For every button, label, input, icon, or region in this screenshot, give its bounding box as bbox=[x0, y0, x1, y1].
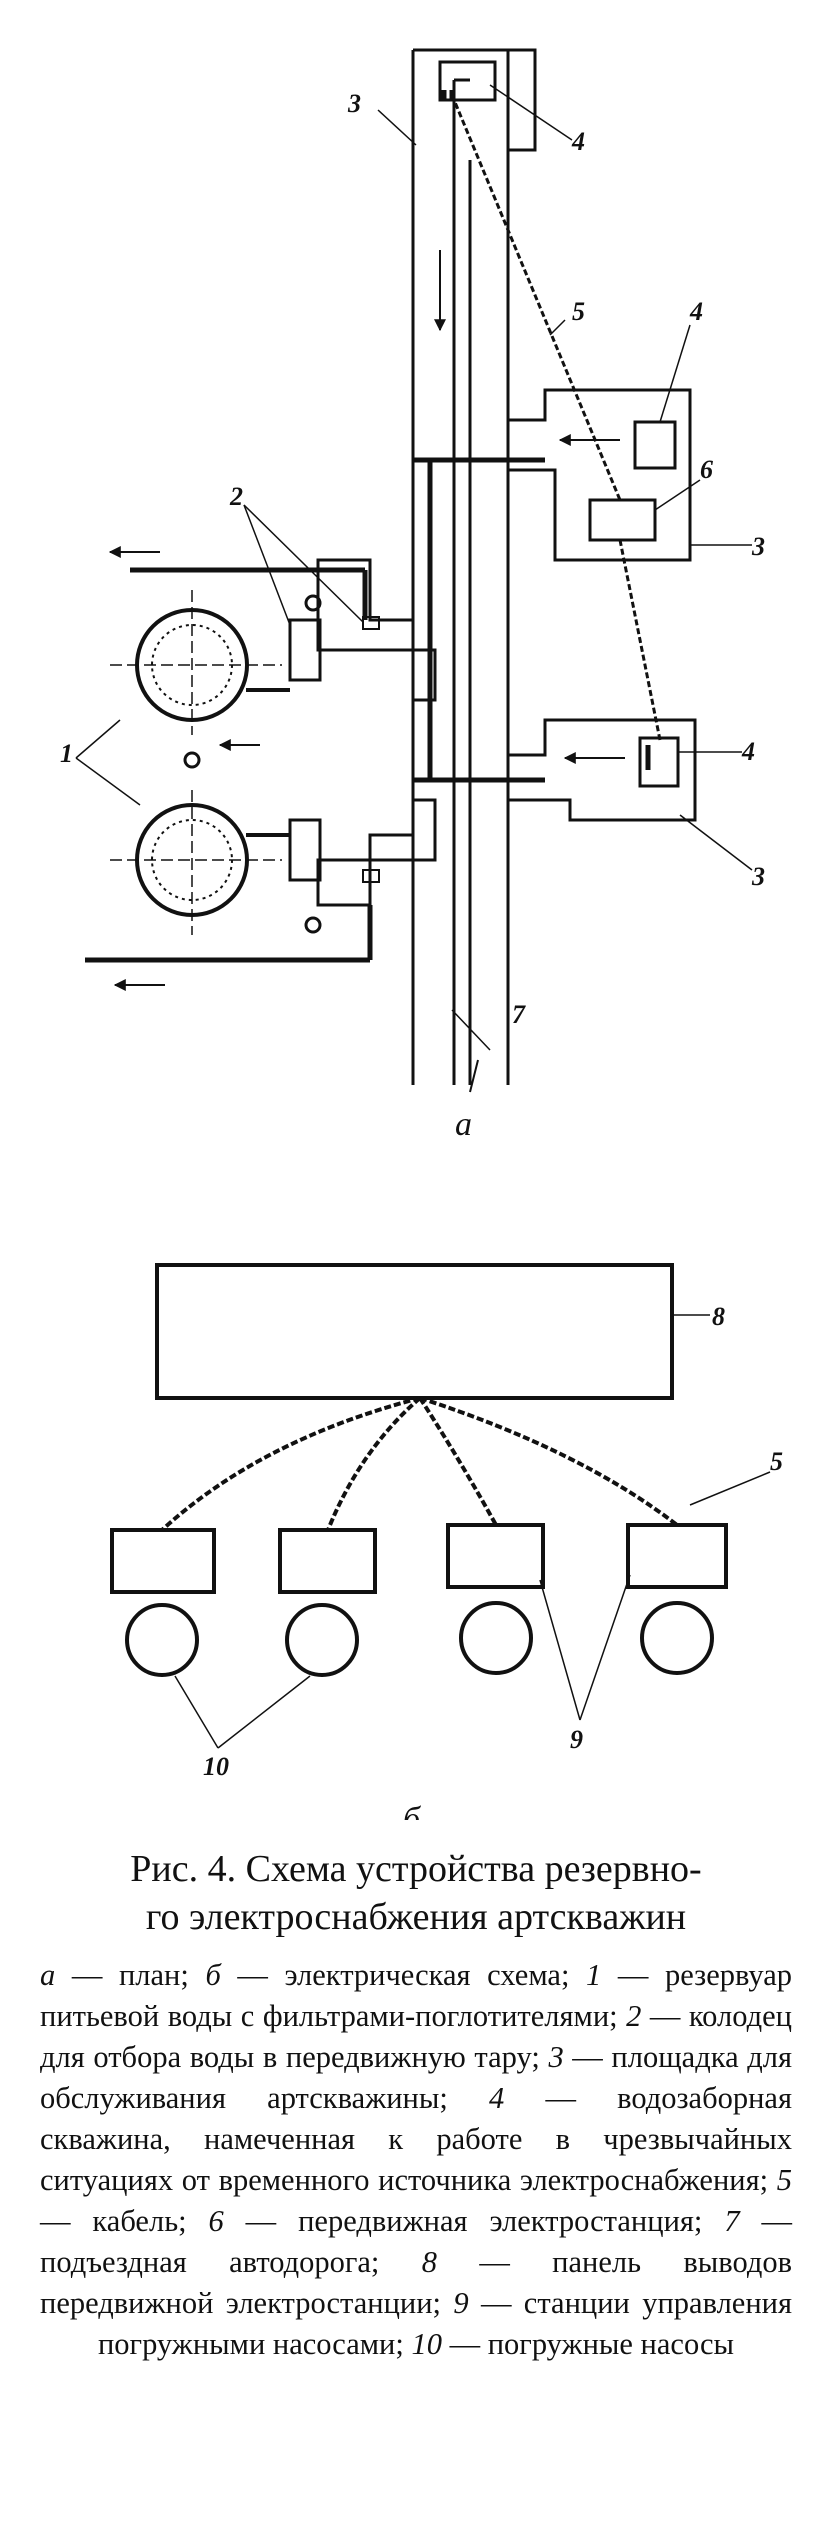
label-9: 9 bbox=[570, 1725, 583, 1754]
power-panel-box bbox=[155, 1263, 674, 1400]
cable-plan bbox=[450, 94, 662, 741]
cable-schematic bbox=[160, 1396, 679, 1532]
label-5-plan: 5 bbox=[572, 297, 585, 326]
legend-key: 9 bbox=[453, 2286, 469, 2320]
label-7: 7 bbox=[512, 1000, 526, 1029]
reservoirs bbox=[85, 546, 373, 991]
legend-key: 5 bbox=[776, 2163, 792, 2197]
control-station-boxes bbox=[110, 1523, 728, 1594]
legend-text: — кабель; bbox=[40, 2204, 209, 2238]
platform-right-lower bbox=[508, 718, 697, 822]
pump-circles bbox=[125, 1601, 714, 1677]
legend-key: 10 bbox=[411, 2327, 442, 2361]
sampling-wells bbox=[288, 558, 437, 934]
access-road bbox=[411, 48, 510, 1093]
label-3-lower: 3 bbox=[751, 862, 765, 891]
label-4-lower: 4 bbox=[741, 737, 755, 766]
caption-line-1: Рис. 4. Схема устройства резервно- bbox=[130, 1848, 702, 1890]
legend-item: 9 — станции управления погружными насоса… bbox=[98, 2286, 792, 2361]
legend-item: 4 — водозаборная скважина, намеченная к … bbox=[40, 2081, 792, 2197]
legend-key: 8 bbox=[421, 2245, 437, 2279]
leader-lines bbox=[75, 84, 753, 1051]
electrical-schematic bbox=[110, 1263, 771, 1749]
legend-text: — панель выводов передвижной электростан… bbox=[40, 2245, 792, 2320]
legend-text: — электрическая схема; bbox=[220, 1958, 587, 1992]
label-3-upper: 3 bbox=[751, 532, 765, 561]
legend-item: 3 — площадка для обслуживания артскважин… bbox=[40, 2040, 792, 2115]
pipelines bbox=[413, 457, 545, 783]
legend-text: — подъездная автодорога; bbox=[40, 2204, 793, 2279]
legend-key: 3 bbox=[548, 2040, 564, 2074]
platform-right-upper bbox=[508, 388, 692, 562]
caption-line-2: го электроснабжения артскважин bbox=[145, 1896, 687, 1938]
water-supply-diagram: 3 4 5 4 6 3 2 1 4 3 7 а 8 5 9 10 б bbox=[60, 48, 783, 1820]
legend-key: 4 bbox=[489, 2081, 505, 2115]
label-3-top: 3 bbox=[347, 89, 361, 118]
legend-text: — станции управления погружными насосами… bbox=[97, 2286, 792, 2361]
legend-key: 6 bbox=[208, 2204, 224, 2238]
figure-legend: а — план; б — электрическая схема; 1 — р… bbox=[40, 1955, 792, 2365]
legend-item: 10 — погружные насосы bbox=[411, 2327, 734, 2361]
figure-caption-title: Рис. 4. Схема устройства резервно- го эл… bbox=[40, 1845, 792, 1941]
legend-key: 2 bbox=[626, 1999, 642, 2033]
legend-item: 7 — подъездная автодорога; bbox=[40, 2204, 792, 2279]
legend-item: б — электрическая схема; bbox=[205, 1958, 586, 1992]
label-1: 1 bbox=[60, 739, 73, 768]
legend-item: 8 — панель выводов передвижной электрост… bbox=[40, 2245, 792, 2320]
label-2: 2 bbox=[229, 482, 243, 511]
legend-key: 1 bbox=[586, 1958, 602, 1992]
sublabel-plan: а bbox=[455, 1106, 472, 1143]
legend-text: — погружные насосы bbox=[441, 2327, 734, 2361]
legend-text: — колодец для отбора воды в передвижную … bbox=[40, 1999, 792, 2074]
sublabel-schematic: б bbox=[403, 1801, 422, 1820]
legend-text: — резервуар питьевой воды с фильтрами-по… bbox=[40, 1958, 792, 2033]
legend-item: 1 — резервуар питьевой воды с фильтрами-… bbox=[40, 1958, 792, 2033]
schematic-leaders bbox=[174, 1314, 771, 1749]
label-4-top: 4 bbox=[571, 127, 585, 156]
legend-item: 5 — кабель; bbox=[40, 2163, 792, 2238]
label-4-upper: 4 bbox=[689, 297, 703, 326]
legend-item: 2 — колодец для отбора воды в передвижну… bbox=[40, 1999, 792, 2074]
plan-view bbox=[75, 48, 753, 1093]
legend-text: — передвижная электростанция; bbox=[223, 2204, 725, 2238]
legend-key: б bbox=[205, 1958, 221, 1992]
legend-item: а — план; bbox=[40, 1958, 205, 1992]
label-5-schematic: 5 bbox=[770, 1447, 783, 1476]
platform-top bbox=[413, 48, 537, 152]
legend-text: — план; bbox=[55, 1958, 206, 1992]
legend-item: 6 — передвижная электростанция; bbox=[209, 2204, 725, 2238]
label-10: 10 bbox=[203, 1752, 229, 1781]
legend-key: 7 bbox=[724, 2204, 740, 2238]
legend-key: а bbox=[40, 1958, 56, 1992]
label-8: 8 bbox=[712, 1302, 725, 1331]
label-6: 6 bbox=[700, 455, 713, 484]
legend-text: — площадка для обслуживания артскважины; bbox=[40, 2040, 792, 2115]
legend-text: — водозаборная скважина, намеченная к ра… bbox=[40, 2081, 792, 2197]
